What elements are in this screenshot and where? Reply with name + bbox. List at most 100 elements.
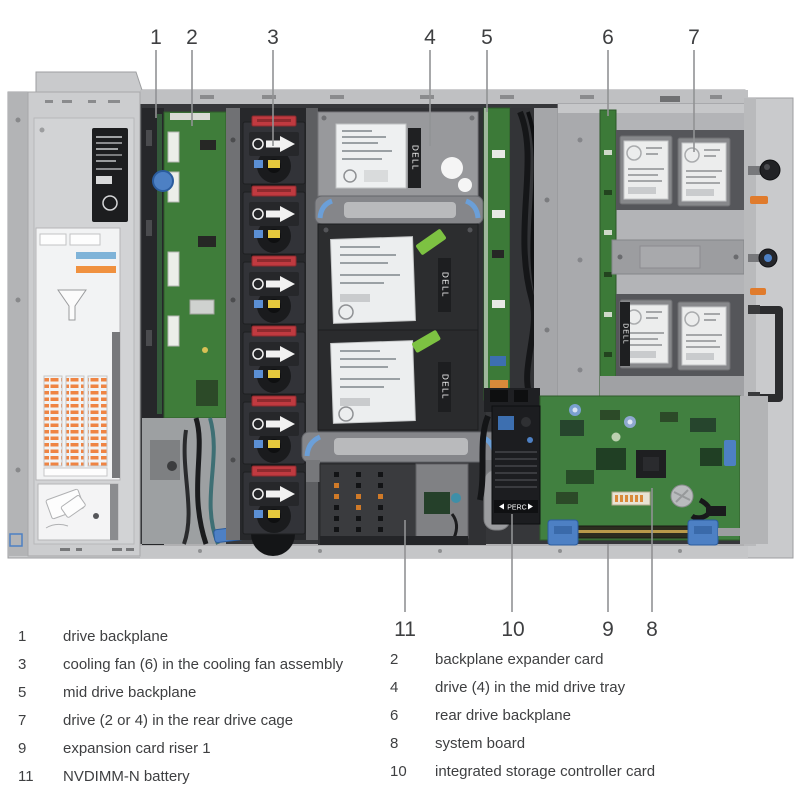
callout-number-9: 9 xyxy=(602,618,614,641)
mid-drive-1: DELL xyxy=(317,111,479,197)
legend-item-8: 8 system board xyxy=(390,729,790,757)
blue-release-latch xyxy=(152,170,174,192)
drive-brand-text: DELL xyxy=(410,145,419,171)
front-panel xyxy=(27,91,141,557)
callout-leader-lines xyxy=(155,50,695,612)
orange-tab xyxy=(750,196,768,204)
legend-item-label: expansion card riser 1 xyxy=(63,739,211,757)
legend-item-number: 11 xyxy=(18,767,34,785)
dimm-map-column xyxy=(65,375,85,467)
label-blue-stripe xyxy=(76,252,116,259)
funnel-illustration xyxy=(57,289,87,321)
legend-item-number: 10 xyxy=(390,762,407,780)
callout-number-8: 8 xyxy=(646,618,658,641)
label-orange-stripe xyxy=(76,266,116,273)
drive-brand-strip xyxy=(408,128,421,188)
rear-drive-cage: DELL xyxy=(557,103,749,399)
drive-brand-text: DELL xyxy=(440,374,449,400)
legend-item-number: 6 xyxy=(390,706,399,724)
server-internal-diagram: DELL DELL xyxy=(7,26,794,612)
callout-number-1: 1 xyxy=(150,26,162,49)
drive-brand-strip xyxy=(438,362,451,412)
drive-brand-strip xyxy=(620,302,630,366)
legend-item-label: drive backplane xyxy=(63,627,169,645)
integrated-storage-controller: PERC xyxy=(477,405,541,531)
system-board xyxy=(484,388,768,544)
label-sidebar xyxy=(112,332,120,478)
legend-item-label: drive (4) in the mid drive tray xyxy=(435,678,626,696)
legend-item-label: drive (2 or 4) in the rear drive cage xyxy=(63,711,294,729)
dimm-map-column xyxy=(87,375,108,467)
legend-item-number: 9 xyxy=(18,739,27,757)
legend-right-column: 2 backplane expander card 4 drive (4) in… xyxy=(390,645,790,785)
legend-item-3: 3 cooling fan (6) in the cooling fan ass… xyxy=(18,650,378,678)
regulatory-label xyxy=(92,128,128,222)
tray-handle xyxy=(314,195,484,225)
ball-plunger xyxy=(748,248,778,268)
legend-item-number: 1 xyxy=(18,627,27,645)
legend-item-label: cooling fan (6) in the cooling fan assem… xyxy=(63,655,344,673)
callout-number-6: 6 xyxy=(602,26,614,49)
legend-item-number: 3 xyxy=(18,655,27,673)
legend-item-5: 5 mid drive backplane xyxy=(18,678,378,706)
cpu-chip xyxy=(636,450,666,478)
legend-item-number: 2 xyxy=(390,650,399,668)
chassis-bottom-rim xyxy=(140,544,748,558)
legend-item-11: 11 NVDIMM-N battery xyxy=(18,762,378,790)
cooling-fan-assembly xyxy=(226,108,318,557)
chassis-left-rail xyxy=(8,92,28,556)
battery-connector-dot xyxy=(451,493,461,503)
legend-item-label: backplane expander card xyxy=(435,650,604,668)
callout-number-11: 11 xyxy=(394,618,416,641)
legend-item-7: 7 drive (2 or 4) in the rear drive cage xyxy=(18,706,378,734)
orange-tab xyxy=(750,288,766,295)
legend-item-number: 5 xyxy=(18,683,27,701)
legend-item-2: 2 backplane expander card xyxy=(390,645,790,673)
callout-number-4: 4 xyxy=(424,26,436,49)
callout-number-10: 10 xyxy=(501,618,525,641)
legend-item-1: 1 drive backplane xyxy=(18,622,378,650)
chassis-top-rim xyxy=(140,90,748,104)
callout-number-7: 7 xyxy=(688,26,700,49)
mid-drive-tray: DELL DELL xyxy=(301,108,501,545)
perc-label-text: PERC xyxy=(507,505,526,512)
configuration-label xyxy=(35,227,121,481)
drive-brand-text: DELL xyxy=(440,272,449,298)
legend-left-column: 1 drive backplane 3 cooling fan (6) in t… xyxy=(18,622,378,790)
blue-clip xyxy=(724,440,736,466)
legend-item-9: 9 expansion card riser 1 xyxy=(18,734,378,762)
drive-brand-strip xyxy=(438,258,451,312)
battery-vent-holes xyxy=(334,472,383,532)
callout-number-2: 2 xyxy=(186,26,198,49)
cable-channel xyxy=(510,108,560,398)
legend-item-10: 10 integrated storage controller card xyxy=(390,757,790,785)
legend-item-label: rear drive backplane xyxy=(435,706,571,724)
green-sticker xyxy=(412,330,441,353)
legend-item-label: system board xyxy=(435,734,526,752)
ball-plunger xyxy=(748,159,781,181)
callout-number-5: 5 xyxy=(481,26,493,49)
mid-drive-3: DELL xyxy=(317,329,479,431)
service-tag-label xyxy=(37,483,119,541)
legend-item-label: NVDIMM-N battery xyxy=(63,767,190,785)
callout-numbers-top: 1 2 3 4 5 6 7 xyxy=(150,26,700,49)
dimm-map-column xyxy=(43,375,63,467)
cage-middle-bracket xyxy=(611,239,745,275)
board-connector xyxy=(611,491,651,506)
legend-item-6: 6 rear drive backplane xyxy=(390,701,790,729)
nvdimm-battery xyxy=(319,463,469,545)
mid-drive-backplane xyxy=(483,107,511,401)
green-sticker xyxy=(416,229,446,255)
legend-item-label: mid drive backplane xyxy=(63,683,197,701)
drive-brand-text: DELL xyxy=(622,323,629,345)
callout-number-3: 3 xyxy=(267,26,279,49)
service-badge-icon xyxy=(9,533,23,547)
legend-item-number: 4 xyxy=(390,678,399,696)
legend-item-number: 7 xyxy=(18,711,27,729)
legend-item-number: 8 xyxy=(390,734,399,752)
legend-item-4: 4 drive (4) in the mid drive tray xyxy=(390,673,790,701)
mid-drive-2: DELL xyxy=(317,223,479,331)
coin-cell-battery xyxy=(670,484,694,508)
legend-item-label: integrated storage controller card xyxy=(435,762,656,780)
